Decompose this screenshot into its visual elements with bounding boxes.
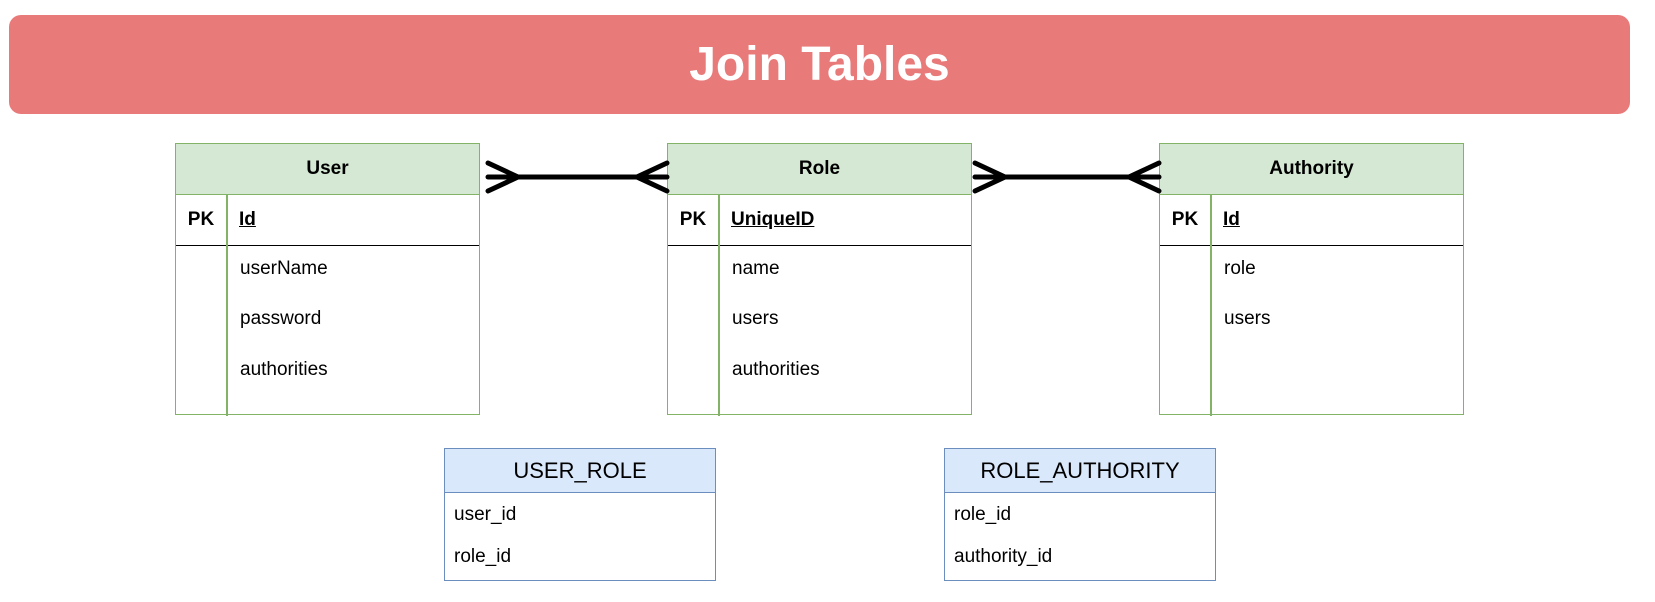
column-divider xyxy=(226,194,228,416)
crows-foot-icon xyxy=(485,160,524,194)
attribute: name xyxy=(732,258,780,279)
entity-role[interactable]: Role PK UniqueID name users authorities xyxy=(667,143,972,416)
entity-user-pk-row: PK Id xyxy=(176,195,479,246)
attribute: role xyxy=(1224,258,1256,279)
join-table-header: USER_ROLE xyxy=(445,449,715,493)
entity-user-header: User xyxy=(176,144,479,195)
join-column: authority_id xyxy=(954,546,1053,567)
entity-authority-pk-row: PK Id xyxy=(1160,195,1463,246)
entity-authority-attributes: role users xyxy=(1160,194,1463,416)
relationship-role-authority xyxy=(972,160,1162,194)
join-table-header: ROLE_AUTHORITY xyxy=(945,449,1215,493)
entity-role-attributes: name users authorities xyxy=(668,194,971,416)
pk-field: Id xyxy=(1223,209,1240,230)
entity-user[interactable]: User PK Id userName password authorities xyxy=(175,143,480,416)
relationship-user-role xyxy=(485,160,670,194)
entity-authority[interactable]: Authority PK Id role users xyxy=(1159,143,1464,416)
attribute: users xyxy=(732,308,779,329)
pk-field: Id xyxy=(239,209,256,230)
attribute: userName xyxy=(240,258,328,279)
pk-label: PK xyxy=(187,209,215,230)
attribute: password xyxy=(240,308,322,329)
crows-foot-icon xyxy=(631,160,670,194)
entity-user-attributes: userName password authorities xyxy=(176,194,479,416)
entity-authority-header: Authority xyxy=(1160,144,1463,195)
entity-role-header: Role xyxy=(668,144,971,195)
entity-role-pk-row: PK UniqueID xyxy=(668,195,971,246)
join-column: role_id xyxy=(954,504,1012,525)
crows-foot-icon xyxy=(972,160,1011,194)
attribute: users xyxy=(1224,308,1271,329)
diagram-title: Join Tables xyxy=(689,38,950,91)
attribute: authorities xyxy=(732,359,820,380)
pk-field: UniqueID xyxy=(731,209,815,230)
join-column: role_id xyxy=(454,546,512,567)
join-table-user-role[interactable]: USER_ROLE user_id role_id xyxy=(444,448,716,581)
crows-foot-icon xyxy=(1123,160,1162,194)
attribute: authorities xyxy=(240,359,328,380)
pk-label: PK xyxy=(1171,209,1199,230)
join-column: user_id xyxy=(454,504,517,525)
column-divider xyxy=(718,194,720,416)
column-divider xyxy=(1210,194,1212,416)
title-banner: Join Tables xyxy=(9,15,1630,114)
join-table-role-authority[interactable]: ROLE_AUTHORITY role_id authority_id xyxy=(944,448,1216,581)
pk-label: PK xyxy=(679,209,707,230)
